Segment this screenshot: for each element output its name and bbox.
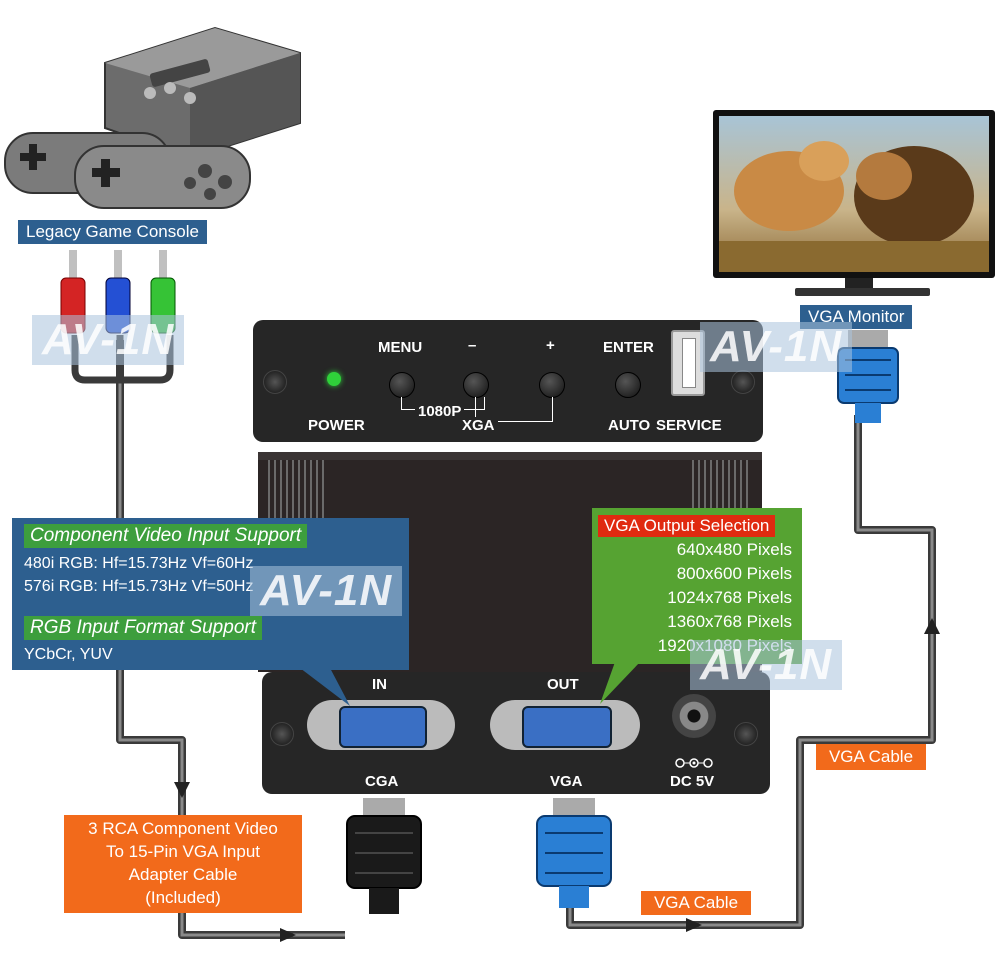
- output-selection-heading: VGA Output Selection: [598, 515, 776, 537]
- adapter-cable-line4: (Included): [145, 888, 221, 907]
- monitor-base: [795, 288, 930, 296]
- vga-label: VGA: [550, 773, 583, 790]
- adapter-cable-line3: Adapter Cable: [128, 865, 238, 884]
- adapter-cable-label: 3 RCA Component Video To 15-Pin VGA Inpu…: [64, 815, 302, 913]
- dc-label: DC 5V: [670, 773, 715, 790]
- format-support-heading: RGB Input Format Support: [24, 616, 262, 640]
- power-led-icon: [327, 372, 341, 386]
- screw-icon: [731, 370, 755, 394]
- input-support-line2: 576i RGB: Hf=15.73Hz Vf=50Hz: [24, 578, 254, 595]
- vga-cable-label-bottom: VGA Cable: [641, 891, 751, 915]
- output-selection-box: VGA Output Selection 640x480 Pixels 800x…: [592, 508, 802, 664]
- output-item-800: 800x600 Pixels: [676, 564, 792, 583]
- watermark: AV-1N: [690, 640, 843, 690]
- minus-button[interactable]: [463, 372, 489, 398]
- console-label: Legacy Game Console: [18, 220, 207, 244]
- vga-cable-label-right: VGA Cable: [816, 744, 926, 770]
- enter-label: ENTER: [603, 339, 654, 356]
- in-label: IN: [372, 676, 387, 693]
- adapter-cable-line2: To 15-Pin VGA Input: [105, 842, 261, 861]
- input-support-heading: Component Video Input Support: [24, 524, 308, 548]
- cga-label: CGA: [365, 773, 399, 790]
- front-panel: POWER MENU – + ENTER 1080P XGA AUTO SERV…: [253, 320, 763, 442]
- monitor: [713, 110, 995, 278]
- rear-panel: IN OUT CGA VGA DC 5V: [262, 672, 770, 794]
- usb-port-icon: [671, 330, 705, 396]
- vga-plug-cga: [346, 798, 422, 914]
- input-callout-pointer: [300, 668, 350, 706]
- bracket-xga: [475, 397, 553, 422]
- 1080p-label: 1080P: [415, 403, 465, 420]
- output-item-1024: 1024x768 Pixels: [667, 588, 792, 607]
- service-label: SERVICE: [656, 417, 722, 434]
- screw-icon: [270, 722, 294, 746]
- watermark: AV-1N: [250, 566, 403, 616]
- dc-polarity-icon: [675, 758, 713, 768]
- auto-label: AUTO: [608, 417, 651, 434]
- power-label: POWER: [308, 417, 365, 434]
- output-callout-pointer: [600, 662, 640, 704]
- input-support-line1: 480i RGB: Hf=15.73Hz Vf=60Hz: [24, 555, 254, 572]
- vga-plug-output: [536, 798, 612, 908]
- adapter-cable-line1: 3 RCA Component Video: [88, 819, 278, 838]
- vga-port[interactable]: [490, 700, 640, 750]
- cga-port[interactable]: [307, 700, 455, 750]
- xga-label: XGA: [459, 417, 498, 434]
- output-item-1360: 1360x768 Pixels: [667, 612, 792, 631]
- watermark: AV-1N: [700, 322, 853, 372]
- plus-label: +: [546, 337, 555, 354]
- out-label: OUT: [547, 676, 579, 693]
- minus-label: –: [468, 337, 477, 354]
- monitor-screen-lions: [719, 116, 989, 272]
- enter-button[interactable]: [615, 372, 641, 398]
- dc-jack-icon: [672, 694, 716, 738]
- watermark: AV-1N: [32, 315, 185, 365]
- game-console-illustration: [4, 26, 301, 209]
- screw-icon: [263, 370, 287, 394]
- output-item-640: 640x480 Pixels: [676, 540, 792, 559]
- monitor-stand: [845, 278, 873, 290]
- plus-button[interactable]: [539, 372, 565, 398]
- vga-plug-monitor: [837, 330, 899, 423]
- menu-label: MENU: [378, 339, 423, 356]
- menu-button[interactable]: [389, 372, 415, 398]
- screw-icon: [734, 722, 758, 746]
- format-support-line: YCbCr, YUV: [24, 646, 113, 663]
